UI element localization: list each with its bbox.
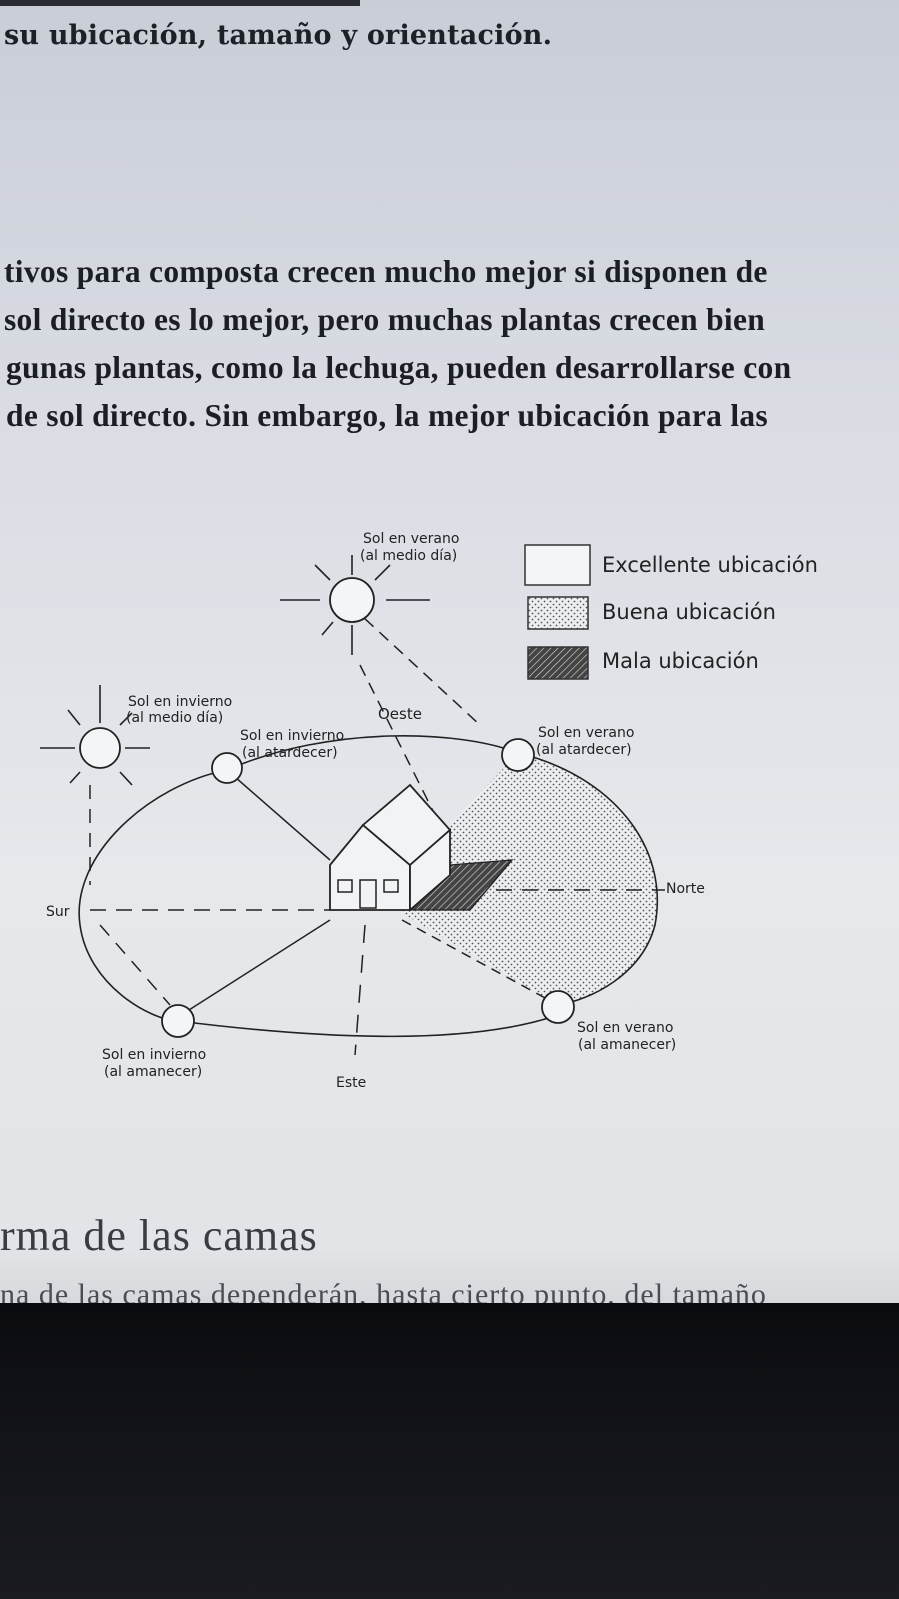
sun-path-diagram: Excellente ubicación Buena ubicación Mal… xyxy=(40,531,818,1091)
summer-sunset-sun-icon xyxy=(501,738,535,772)
top-heading: su ubicación, tamaño y orientación. xyxy=(4,20,553,51)
legend-swatch-good xyxy=(527,596,589,630)
cut-off-text-line: na de las camas dependerán, hasta cierto… xyxy=(0,1278,767,1306)
label-summer-noon-2: (al medio día) xyxy=(360,548,457,564)
label-winter-sunrise-2: (al amanecer) xyxy=(104,1064,202,1080)
east-axis xyxy=(354,924,366,1056)
south-dash xyxy=(99,924,171,1006)
label-winter-sunrise-1: Sol en invierno xyxy=(102,1047,206,1063)
paragraph-line: de sol directo. Sin embargo, la mejor ub… xyxy=(6,398,768,433)
paragraph-line: tivos para composta crecen mucho mejor s… xyxy=(4,254,768,289)
winter-noon-sun-icon xyxy=(40,685,150,786)
legend-label-excellent: Excellente ubicación xyxy=(602,553,818,577)
paragraph-line: gunas plantas, como la lechuga, pueden d… xyxy=(6,350,792,385)
label-summer-sunrise-1: Sol en verano xyxy=(577,1020,673,1036)
winter-sunset-sun-icon xyxy=(211,752,243,784)
summer-sunrise-ray xyxy=(401,919,559,1006)
winter-path-west xyxy=(78,769,228,1022)
summer-path-north xyxy=(517,752,659,1006)
label-este: Este xyxy=(336,1075,366,1091)
legend-swatch-poor xyxy=(527,646,589,680)
summer-noon-ray xyxy=(349,604,481,726)
label-winter-sunset-2: (al atardecer) xyxy=(242,745,338,761)
label-sur: Sur xyxy=(46,904,70,920)
label-oeste: Oeste xyxy=(378,705,422,723)
summer-noon-sun-icon xyxy=(280,555,430,655)
winter-sunset-ray xyxy=(226,769,331,861)
winter-sunrise-ray xyxy=(177,919,331,1018)
label-summer-sunset-1: Sol en verano xyxy=(538,725,634,741)
label-norte: Norte xyxy=(666,881,705,897)
body-paragraph: tivos para composta crecen mucho mejor s… xyxy=(0,248,899,440)
label-winter-sunset-1: Sol en invierno xyxy=(240,728,344,744)
label-summer-sunrise-2: (al amanecer) xyxy=(578,1037,676,1053)
good-zone xyxy=(402,753,658,1005)
top-rule xyxy=(0,0,360,6)
label-summer-noon-1: Sol en verano xyxy=(363,531,459,547)
winter-sunrise-sun-icon xyxy=(161,1004,195,1038)
monitor-bezel xyxy=(0,1303,899,1599)
label-winter-noon-1: Sol en invierno xyxy=(128,694,232,710)
summer-sunrise-sun-icon xyxy=(541,990,575,1024)
house-icon xyxy=(329,783,452,912)
paragraph-line: sol directo es lo mejor, pero muchas pla… xyxy=(4,302,766,337)
legend-label-good: Buena ubicación xyxy=(602,600,776,624)
legend-swatch-excellent xyxy=(524,544,591,586)
label-summer-sunset-2: (al atardecer) xyxy=(536,742,632,758)
legend-label-poor: Mala ubicación xyxy=(602,649,759,673)
label-winter-noon-2: (al medio día) xyxy=(126,710,223,726)
section-title: rma de las camas xyxy=(0,1211,318,1260)
horizon-south-east xyxy=(177,1014,559,1038)
horizon-west xyxy=(226,735,519,771)
